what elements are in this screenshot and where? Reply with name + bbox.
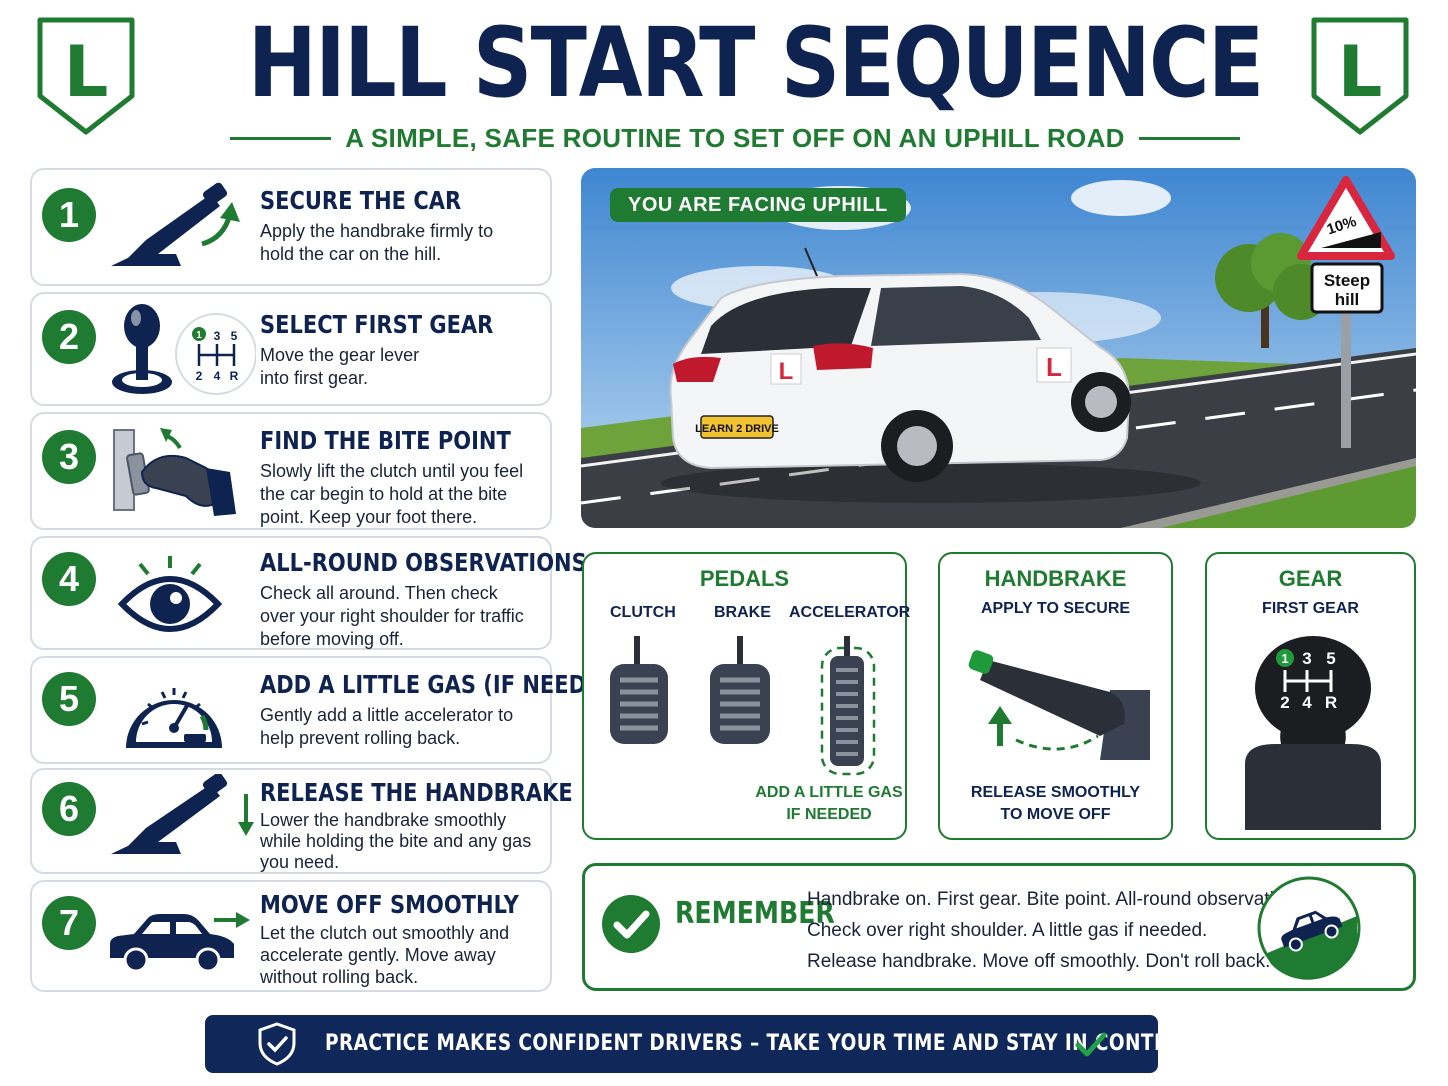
learner-car: LEARN 2 DRIVE L L	[661, 247, 1201, 503]
clutch-pedal-icon	[610, 636, 668, 744]
step-title: ALL-ROUND OBSERVATIONS	[260, 548, 587, 577]
pedals-panel: PEDALS CLUTCH BRAKE ACCELERATOR	[582, 552, 911, 840]
subtitle-row: A SIMPLE, SAFE ROUTINE TO SET OFF ON AN …	[230, 122, 1241, 154]
handbrake-down-icon	[111, 774, 254, 854]
handbrake-title: HANDBRAKE	[984, 566, 1127, 591]
gear-sub: FIRST GEAR	[1262, 600, 1359, 617]
car-l-plate-rear: L	[779, 358, 794, 385]
pedals-note-line2: IF NEEDED	[786, 806, 872, 823]
handbrake-sub: APPLY TO SECURE	[980, 600, 1131, 617]
l-plate-letter: L	[64, 31, 109, 113]
gear-label: R	[230, 369, 239, 383]
step-description: Let the clutch out smoothly and accelera…	[260, 923, 510, 987]
handbrake-note-line2: TO MOVE OFF	[1000, 806, 1111, 823]
gear-panel: GEAR FIRST GEAR 1 3 5 2 4 R	[1205, 552, 1416, 840]
page-title: HILL START SEQUENCE	[247, 7, 1265, 119]
handbrake-lever-icon	[968, 650, 1150, 760]
remember-line-2: Check over right shoulder. A little gas …	[807, 920, 1208, 941]
step-1-card: 1 SECURE THE CAR Apply the handbrake fir…	[30, 168, 552, 286]
step-number-badge: 3	[42, 430, 96, 484]
remember-line-1: Handbrake on. First gear. Bite point. Al…	[807, 889, 1310, 910]
accelerator-label: ACCELERATOR	[789, 604, 911, 621]
remember-line-3: Release handbrake. Move off smoothly. Do…	[807, 951, 1271, 972]
pedals-illustration	[610, 636, 876, 776]
gear-label: 3	[1302, 649, 1311, 668]
gear-knob-icon: 1 3 5 2 4 R	[1245, 636, 1381, 830]
car-number-plate: LEARN 2 DRIVE	[695, 423, 779, 435]
gear-label: R	[1325, 693, 1337, 712]
remember-label: REMEMBER	[675, 896, 835, 931]
gear-label: 5	[231, 329, 238, 343]
gear-label: 5	[1326, 649, 1335, 668]
step-title: SELECT FIRST GEAR	[260, 310, 494, 339]
check-circle-icon	[602, 895, 660, 953]
gear-label: 3	[214, 329, 221, 343]
step-4-card: 4 ALL-ROUND OBSERVATIONS Check all aroun…	[30, 536, 587, 650]
car-moving-icon	[110, 912, 250, 973]
step-6-card: 6 RELEASE THE HANDBRAKE Lower the handbr…	[30, 768, 573, 874]
step-title: MOVE OFF SMOOTHLY	[260, 890, 519, 919]
brake-pedal-icon	[710, 636, 770, 744]
shield-check-icon	[258, 1022, 296, 1066]
gear-title: GEAR	[1278, 566, 1343, 591]
gear-label: 4	[1302, 693, 1312, 712]
foot-clutch-icon	[113, 428, 236, 516]
step-title: ADD A LITTLE GAS (IF NEEDED)	[260, 670, 628, 699]
step-number-badge: 5	[42, 672, 96, 726]
step-description: Lower the handbrake smoothly while holdi…	[260, 810, 532, 872]
step-title: RELEASE THE HANDBRAKE	[260, 778, 573, 807]
step-title: SECURE THE CAR	[260, 186, 462, 215]
eye-icon	[117, 556, 223, 632]
pedals-title: PEDALS	[699, 566, 790, 591]
step-description: Gently add a little accelerator to help …	[260, 705, 514, 748]
subtitle-rule-left	[230, 136, 332, 140]
car-l-plate-side: L	[1046, 352, 1062, 382]
step-2-card: 2 1 3 5 2 4 R SELECT FIRST GEAR Move the…	[30, 292, 552, 406]
gear-label: 1	[196, 330, 202, 341]
facing-uphill-label: YOU ARE FACING UPHILL	[610, 188, 906, 222]
uphill-scene-photo: 10% Steep hill LEARN 2 DRIVE L L	[581, 168, 1416, 528]
step-description: Slowly lift the clutch until you feel th…	[260, 461, 524, 527]
gear-label: 2	[1280, 693, 1289, 712]
clutch-label: CLUTCH	[610, 604, 676, 621]
step-number-badge: 2	[42, 310, 96, 364]
footer-banner: PRACTICE MAKES CONFIDENT DRIVERS – TAKE …	[205, 1015, 1204, 1073]
handbrake-up-icon	[111, 182, 240, 266]
green-check-icon	[1075, 1032, 1107, 1057]
l-plate-left-icon: L	[37, 17, 135, 135]
gear-label: 1	[1281, 651, 1288, 666]
step-number-badge: 1	[42, 188, 96, 242]
handbrake-note-line1: RELEASE SMOOTHLY	[970, 784, 1141, 801]
sign-text-line2: hill	[1335, 290, 1360, 309]
l-plate-right-icon: L	[1311, 17, 1409, 135]
speedometer-icon	[126, 688, 222, 748]
l-plate-letter: L	[1338, 31, 1383, 113]
accelerator-pedal-icon	[820, 636, 876, 776]
step-number-badge: 7	[42, 896, 96, 950]
step-description: Apply the handbrake firmly to hold the c…	[260, 221, 494, 264]
step-title: FIND THE BITE POINT	[260, 426, 511, 455]
footer-text: PRACTICE MAKES CONFIDENT DRIVERS – TAKE …	[325, 1031, 1205, 1056]
brake-label: BRAKE	[714, 604, 771, 621]
step-description: Move the gear lever into first gear.	[260, 345, 420, 388]
step-5-card: 5 ADD A LITTLE GAS (IF NEEDED) Gently ad…	[30, 656, 628, 764]
gear-label: 4	[214, 369, 221, 383]
step-number-badge: 6	[42, 782, 96, 836]
step-description: Check all around. Then check over your r…	[260, 583, 524, 649]
sign-text-line1: Steep	[1324, 271, 1370, 290]
subtitle-rule-right	[1138, 136, 1241, 140]
remember-box: REMEMBER Handbrake on. First gear. Bite …	[582, 863, 1416, 991]
step-3-card: 3 FIND THE BITE POINT Slowly lift the cl…	[30, 412, 552, 530]
gear-label: 2	[196, 369, 203, 383]
step-7-card: 7 MOVE OFF SMOOTHLY Let the clutch out s…	[30, 880, 552, 992]
uphill-scene-illustration: 10% Steep hill LEARN 2 DRIVE L L	[581, 168, 1416, 528]
handbrake-panel: HANDBRAKE APPLY TO SECURE RELEASE SMOOTH…	[938, 552, 1173, 840]
car-on-hill-icon	[1257, 876, 1361, 980]
step-number-badge: 4	[42, 552, 96, 606]
gear-lever-icon: 1 3 5 2 4 R	[112, 304, 256, 395]
pedals-note-line1: ADD A LITTLE GAS	[755, 784, 903, 801]
page-subtitle: A SIMPLE, SAFE ROUTINE TO SET OFF ON AN …	[345, 122, 1125, 153]
